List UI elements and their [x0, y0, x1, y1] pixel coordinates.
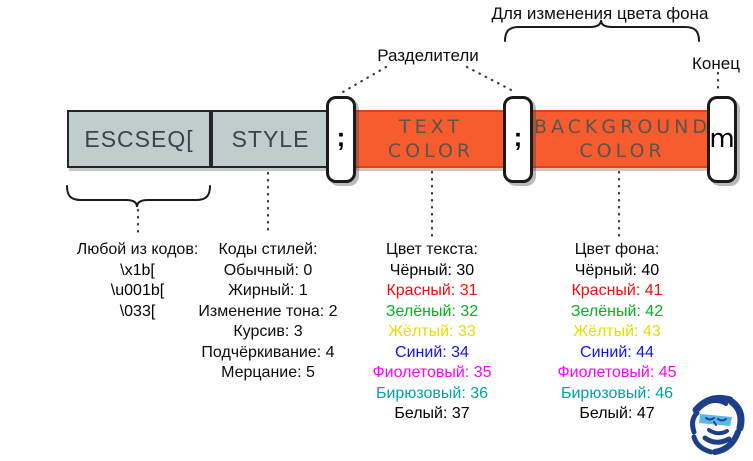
escseq-segment: ESCSEQ[ [67, 110, 211, 168]
end-character: m [709, 123, 735, 154]
style-code-item: Обычный: 0 [223, 261, 313, 279]
swirl-face-logo [690, 394, 745, 455]
separator-pill-2: ; [503, 96, 533, 183]
esc-codes-list: Любой из кодов: \x1b[ \u001b[ \033[ [55, 240, 220, 322]
separator-left-leader [341, 65, 388, 94]
semicolon-2: ; [513, 122, 523, 152]
background-change-label: Для изменения цвета фона [491, 4, 709, 23]
style-segment-label: STYLE [231, 125, 310, 152]
esc-codes-title: Любой из кодов: [76, 241, 199, 258]
style-code-item: Мерцание: 5 [221, 364, 315, 381]
style-segment: STYLE [211, 110, 330, 168]
esc-code-item: \u001b[ [110, 282, 165, 299]
text-color-line1: TEXT [399, 116, 463, 138]
logo-goggles [699, 414, 732, 426]
text-colors-list: Цвет текста: Чёрный: 30 Красный: 31 Зелё… [342, 240, 522, 425]
bg-color-item: Чёрный: 40 [574, 261, 660, 279]
style-code-item: Курсив: 3 [233, 323, 303, 340]
escseq-brace [66, 185, 211, 208]
end-label: Конец [692, 54, 740, 73]
escseq-segment-label: ESCSEQ[ [84, 125, 194, 152]
bg-color-item: Фиолетовый: 45 [557, 364, 677, 381]
bg-color-item: Бирюзовый: 46 [560, 384, 673, 402]
bg-color-item: Жёлтый: 43 [573, 323, 661, 340]
text-color-line2: COLOR [387, 140, 475, 162]
separator-right-leader [465, 65, 515, 93]
text-color-item: Жёлтый: 33 [388, 323, 476, 340]
end-pill: m [707, 96, 737, 183]
bg-color-item: Красный: 41 [571, 282, 663, 299]
style-code-item: Жирный: 1 [228, 282, 308, 299]
semicolon-1: ; [336, 122, 346, 152]
background-color-line1: BACKGROUND [533, 116, 712, 138]
style-codes-list: Коды стилей: Обычный: 0 Жирный: 1 Измене… [178, 240, 358, 384]
esc-code-item: \033[ [119, 302, 156, 320]
style-code-item: Подчёркивание: 4 [201, 343, 335, 361]
bg-color-item: Белый: 47 [579, 405, 655, 422]
text-color-item: Зелёный: 32 [385, 302, 479, 320]
text-colors-title: Цвет текста: [385, 241, 478, 258]
background-color-segment-label: BACKGROUND COLOR [533, 110, 712, 168]
text-color-segment-label: TEXT COLOR [356, 110, 506, 168]
text-color-item: Красный: 31 [386, 282, 478, 299]
background-color-line2: COLOR [579, 140, 666, 162]
bg-colors-list: Цвет фона: Чёрный: 40 Красный: 41 Зелёны… [527, 240, 707, 425]
separator-pill-1: ; [326, 96, 356, 183]
esc-code-item: \x1b[ [120, 261, 155, 279]
text-color-item: Чёрный: 30 [389, 261, 475, 279]
bg-color-item: Синий: 44 [580, 343, 654, 361]
bg-color-item: Зелёный: 42 [570, 302, 664, 320]
text-color-item: Белый: 37 [394, 405, 470, 422]
text-color-item: Бирюзовый: 36 [375, 384, 488, 402]
separators-label: Разделители [377, 46, 479, 65]
style-codes-title: Коды стилей: [218, 241, 318, 258]
text-color-item: Синий: 34 [395, 343, 469, 361]
bg-colors-title: Цвет фона: [574, 241, 660, 258]
text-color-item: Фиолетовый: 35 [372, 364, 492, 381]
style-code-item: Изменение тона: 2 [198, 302, 338, 320]
